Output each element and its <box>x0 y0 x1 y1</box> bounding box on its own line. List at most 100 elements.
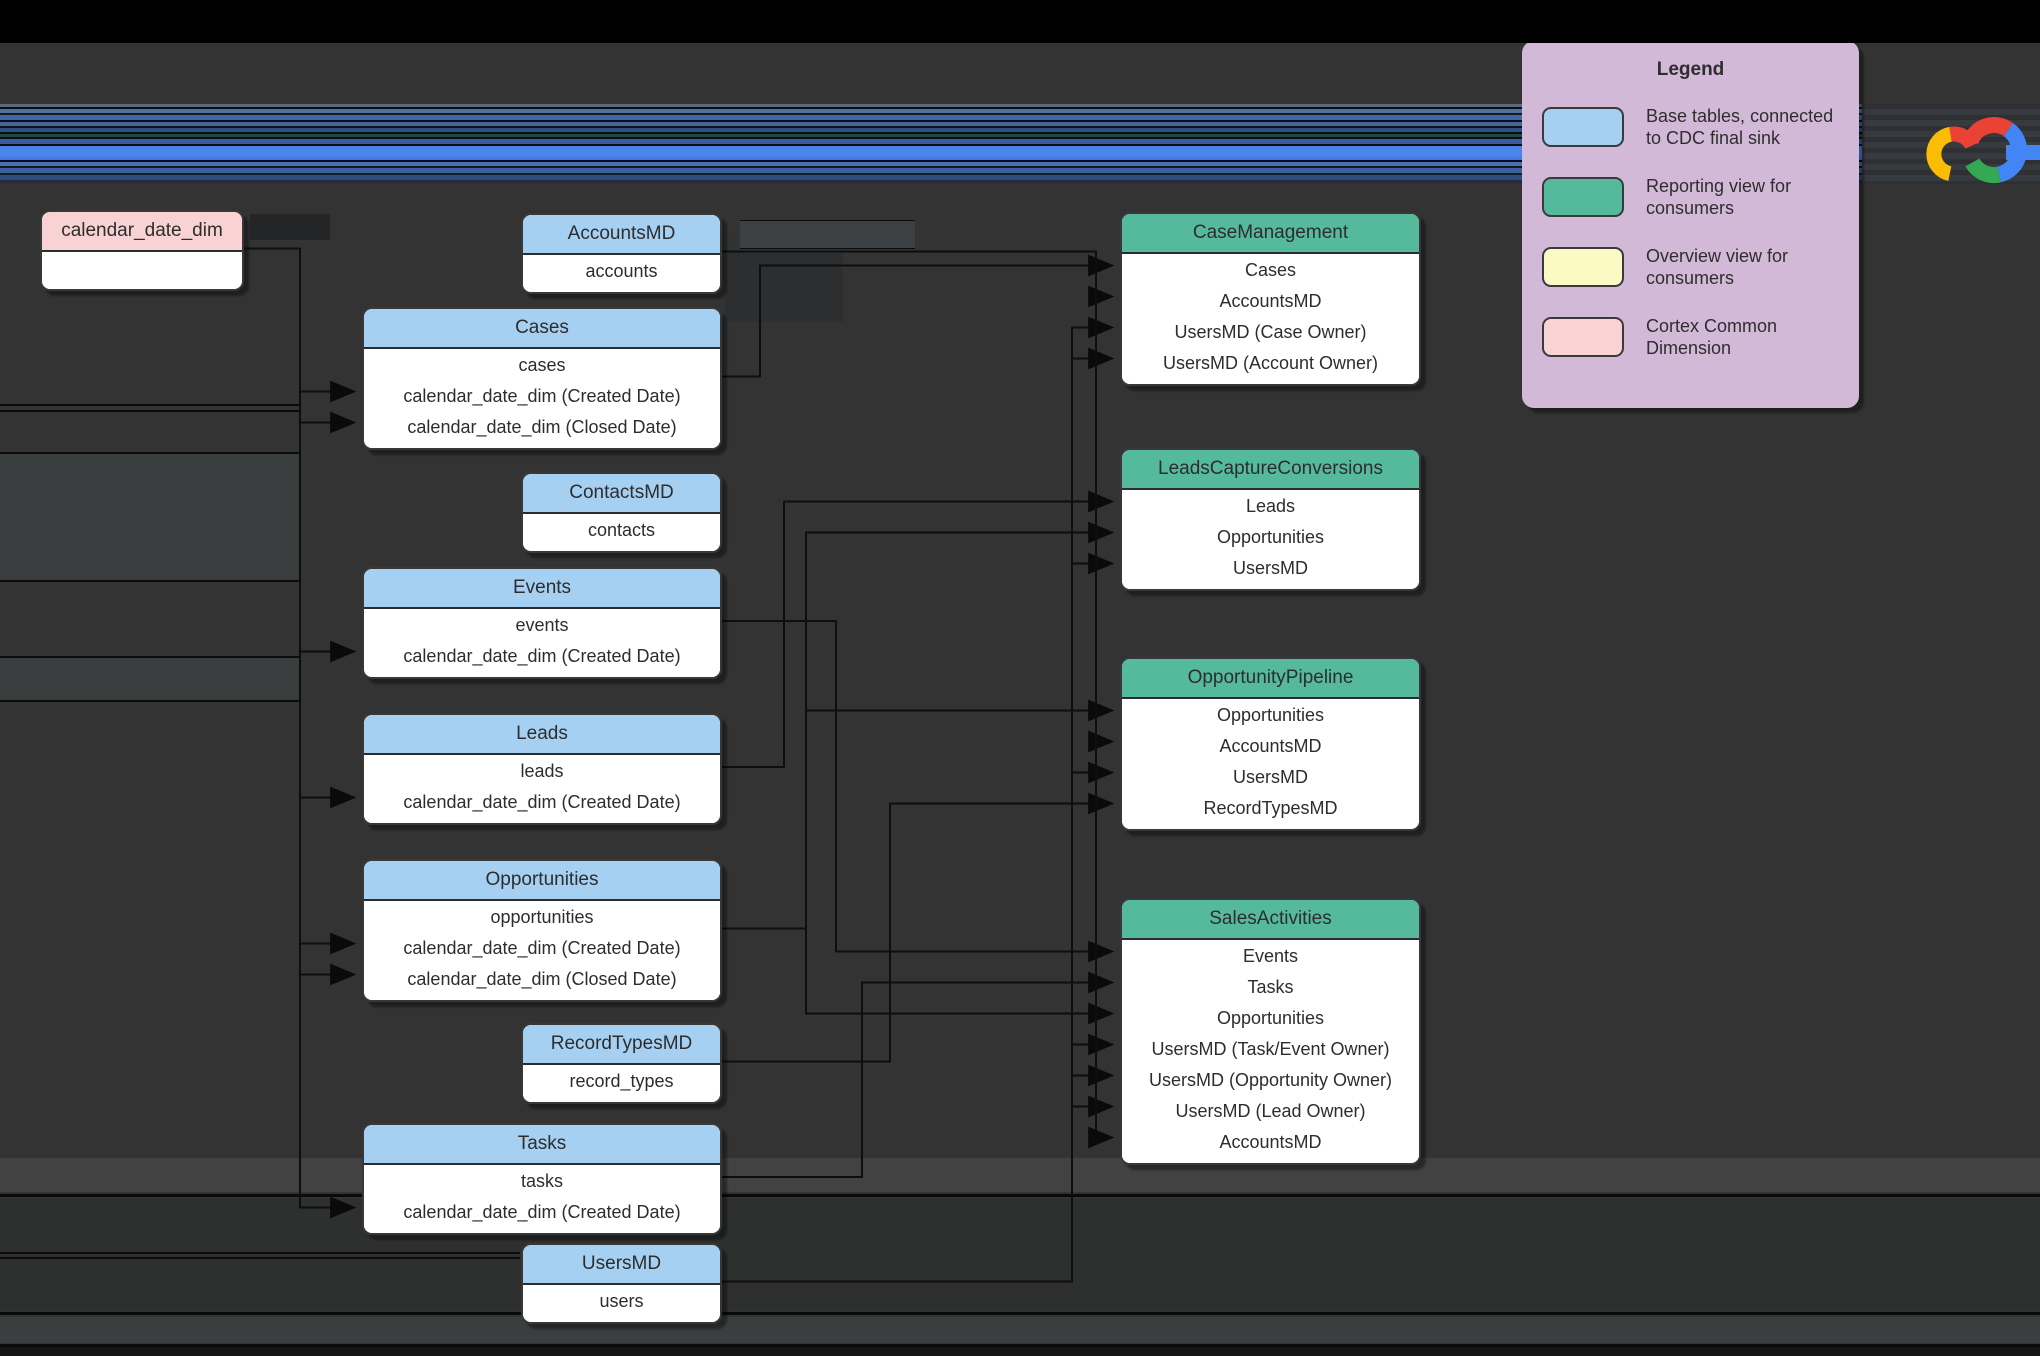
table-Opportunities: Opportunities opportunities calendar_date_… <box>362 859 722 1002</box>
legend-item-label: Base tables, connected to CDC final sink <box>1646 106 1834 148</box>
table-row: record_types <box>569 1071 674 1091</box>
table-row: calendar_date_dim (Created Date) <box>403 386 681 406</box>
artifact-band <box>0 1344 2040 1347</box>
edge-UsersMD-to-CaseManagement <box>718 316 1115 1283</box>
table-title: ContactsMD <box>523 474 720 514</box>
edge-Opportunities-to-SalesActivities <box>718 927 1115 1025</box>
table-row: calendar_date_dim (Created Date) <box>403 646 681 666</box>
edge-calendar_date_dim-to-Events <box>240 247 357 663</box>
table-title: Cases <box>364 309 720 349</box>
legend-title: Legend <box>1656 59 1725 80</box>
table-row: Opportunities <box>1216 705 1325 725</box>
table-title: OpportunityPipeline <box>1122 659 1419 699</box>
legend-item-reporting-view: Reporting view for consumers <box>1542 175 1839 219</box>
table-row: UsersMD (Case Owner) <box>1174 322 1367 342</box>
table-row: calendar_date_dim (Created Date) <box>403 792 681 812</box>
table-title: RecordTypesMD <box>523 1025 720 1065</box>
edge-AccountsMD-to-SalesActivities <box>718 250 1115 1149</box>
table-row: accounts <box>585 261 658 281</box>
table-row: Cases <box>1244 260 1297 280</box>
edge-RecordTypesMD-to-OpportunityPipeline <box>718 792 1115 1063</box>
artifact-band <box>0 1194 2040 1197</box>
table-title: Leads <box>364 715 720 755</box>
artifact-band <box>0 1252 520 1254</box>
artifact-band <box>0 1312 2040 1315</box>
table-title: UsersMD <box>523 1245 720 1285</box>
edge-calendar_date_dim-to-Tasks <box>240 247 357 1219</box>
table-row: leads <box>520 761 564 781</box>
legend-item-label: Cortex Common Dimension <box>1646 316 1778 358</box>
edge-Opportunities-to-OpportunityPipeline <box>718 699 1115 930</box>
table-body <box>42 252 242 289</box>
legend-item-overview-view: Overview view for consumers <box>1542 245 1839 289</box>
table-row: calendar_date_dim (Closed Date) <box>407 969 677 989</box>
table-body: record_types <box>523 1065 720 1102</box>
artifact-band <box>725 252 843 322</box>
table-title: Events <box>364 569 720 609</box>
artifact-band <box>0 404 300 406</box>
edge-calendar_date_dim-to-Cases <box>240 247 357 403</box>
artifact-band <box>0 1317 2040 1343</box>
legend-item-label: Reporting view for consumers <box>1646 176 1792 218</box>
artifact-band <box>0 1199 2040 1311</box>
edge-Leads-to-LeadsCaptureConversions <box>718 490 1115 768</box>
edge-Events-to-SalesActivities <box>718 620 1115 963</box>
base-table-swatch <box>1542 107 1624 147</box>
reporting-view-swatch <box>1542 177 1624 217</box>
table-row: UsersMD (Account Owner) <box>1162 353 1379 373</box>
edge-calendar_date_dim-to-Opportunities <box>240 247 357 986</box>
table-row: calendar_date_dim (Closed Date) <box>407 417 677 437</box>
legend-item-base-tables: Base tables, connected to CDC final sink <box>1542 105 1839 149</box>
table-row: users <box>599 1291 644 1311</box>
artifact-band <box>0 452 300 582</box>
edge-calendar_date_dim-to-Cases <box>240 247 357 434</box>
overview-view-swatch <box>1542 247 1624 287</box>
legend-item-label: Overview view for consumers <box>1646 246 1789 288</box>
artifact-band <box>740 220 915 249</box>
edge-calendar_date_dim-to-Opportunities <box>240 247 357 955</box>
table-body: users <box>523 1285 720 1322</box>
table-row: Opportunities <box>1216 1008 1325 1028</box>
table-title: SalesActivities <box>1122 900 1419 940</box>
table-row: Leads <box>1245 496 1296 516</box>
table-title: CaseManagement <box>1122 214 1419 254</box>
artifact-band <box>250 214 330 240</box>
google-cloud-logo-icon <box>1926 117 2040 184</box>
table-row: contacts <box>587 520 656 540</box>
edge-AccountsMD-to-OpportunityPipeline <box>718 250 1115 753</box>
artifact-band <box>0 1347 2040 1356</box>
table-row: AccountsMD <box>1219 736 1322 756</box>
table-RecordTypesMD: RecordTypesMD record_types <box>521 1023 722 1104</box>
table-UsersMD: UsersMD users <box>521 1243 722 1324</box>
table-row: calendar_date_dim (Created Date) <box>403 938 681 958</box>
table-body: contacts <box>523 514 720 551</box>
table-row: UsersMD (Lead Owner) <box>1175 1101 1366 1121</box>
table-row: opportunities <box>490 907 594 927</box>
table-row: UsersMD <box>1233 767 1308 787</box>
table-body: leads calendar_date_dim (Created Date) <box>364 755 720 823</box>
table-Leads: Leads leads calendar_date_dim (Created Dat… <box>362 713 722 825</box>
table-title: Opportunities <box>364 861 720 901</box>
table-row: UsersMD (Task/Event Owner) <box>1151 1039 1390 1059</box>
table-ContactsMD: ContactsMD contacts <box>521 472 722 553</box>
edge-Tasks-to-SalesActivities <box>718 971 1115 1178</box>
table-row: UsersMD <box>1233 558 1308 578</box>
table-title: AccountsMD <box>523 215 720 255</box>
legend-panel: Legend Base tables, connected to CDC fin… <box>1522 41 1859 408</box>
legend-item-common-dimension: Cortex Common Dimension <box>1542 315 1839 359</box>
table-row: Opportunities <box>1216 527 1325 547</box>
